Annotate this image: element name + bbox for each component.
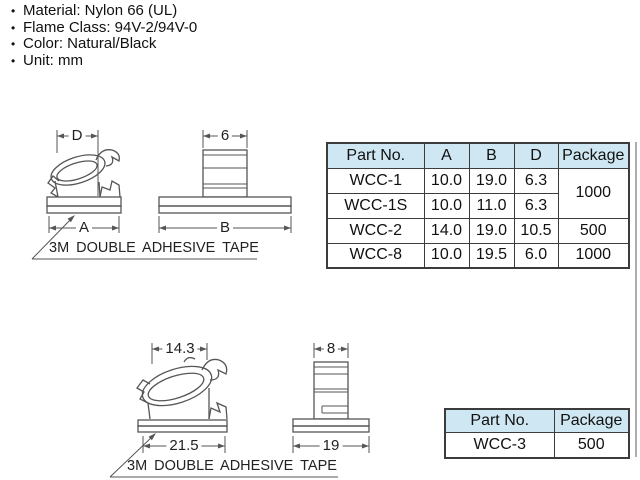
dim-label-b: B (216, 220, 234, 236)
dim-label-19: 19 (319, 438, 343, 454)
dim-label-8: 8 (323, 341, 339, 357)
note-flame-class: Flame Class: 94V-2/94V-0 (11, 19, 197, 37)
dim-label-21-5: 21.5 (166, 438, 202, 454)
cell-b: 19.0 (468, 217, 515, 244)
table-row: WCC-3 500 (444, 431, 630, 459)
cell-d: 6.3 (513, 167, 559, 194)
dim-label-a: A (75, 220, 93, 236)
note-color: Color: Natural/Black (11, 35, 197, 53)
cell-b: 19.0 (468, 167, 515, 194)
spec-table: Part No. A B D Package WCC-1 10.0 19.0 6… (326, 142, 630, 269)
cell-a: 10.0 (423, 192, 470, 219)
cell-a: 14.0 (423, 217, 470, 244)
package-header-part: Part No. (444, 408, 555, 433)
spec-header-part: Part No. (326, 142, 425, 169)
cell-package: 500 (557, 217, 630, 244)
drawing-bottom-side-view (136, 343, 228, 453)
spec-notes: Material: Nylon 66 (UL) Flame Class: 94V… (11, 2, 197, 70)
table-row: WCC-2 14.0 19.0 10.5 500 (326, 217, 630, 244)
cell-b: 11.0 (468, 192, 515, 219)
package-header-package: Package (553, 408, 630, 433)
table-row: WCC-1S 10.0 11.0 6.3 (326, 192, 629, 219)
table-row: WCC-8 10.0 19.5 6.0 1000 (326, 242, 630, 269)
drawing-top-front-view (158, 130, 292, 233)
cell-part: WCC-2 (326, 217, 425, 244)
cell-package: 1000 (557, 167, 630, 219)
cell-part: WCC-3 (444, 431, 555, 459)
dim-label-6: 6 (217, 128, 233, 144)
dim-label-d: D (68, 128, 86, 144)
package-table: Part No. Package WCC-3 500 (444, 408, 630, 459)
cell-part: WCC-1 (326, 167, 425, 194)
spec-header-package: Package (557, 142, 630, 169)
table-row: WCC-1 10.0 19.0 6.3 1000 (326, 167, 630, 219)
cell-package: 1000 (557, 242, 630, 269)
note-material: Material: Nylon 66 (UL) (11, 2, 197, 20)
spec-header-d: D (513, 142, 559, 169)
spec-header-a: A (423, 142, 470, 169)
cell-d: 10.5 (513, 217, 559, 244)
cell-d: 6.0 (513, 242, 559, 269)
tape-note-bottom: 3M DOUBLE ADHESIVE TAPE (127, 458, 337, 474)
cell-a: 10.0 (423, 242, 470, 269)
cell-part: WCC-1S (326, 192, 425, 219)
spec-table-header-row: Part No. A B D Package (326, 142, 630, 169)
cell-d: 6.3 (513, 192, 559, 219)
tape-leader-bottom (109, 433, 338, 478)
spec-header-b: B (468, 142, 515, 169)
tape-note-top: 3M DOUBLE ADHESIVE TAPE (49, 240, 259, 256)
tape-leader-top (31, 215, 257, 260)
cell-b: 19.5 (468, 242, 515, 269)
package-table-header-row: Part No. Package (444, 408, 630, 433)
cell-package: 500 (553, 431, 630, 459)
drawing-top-side-view (46, 130, 122, 233)
note-unit: Unit: mm (11, 52, 197, 70)
cell-part: WCC-8 (326, 242, 425, 269)
drawing-bottom-front-view (292, 343, 370, 453)
cell-a: 10.0 (423, 167, 470, 194)
dim-label-14-3: 14.3 (162, 341, 198, 357)
